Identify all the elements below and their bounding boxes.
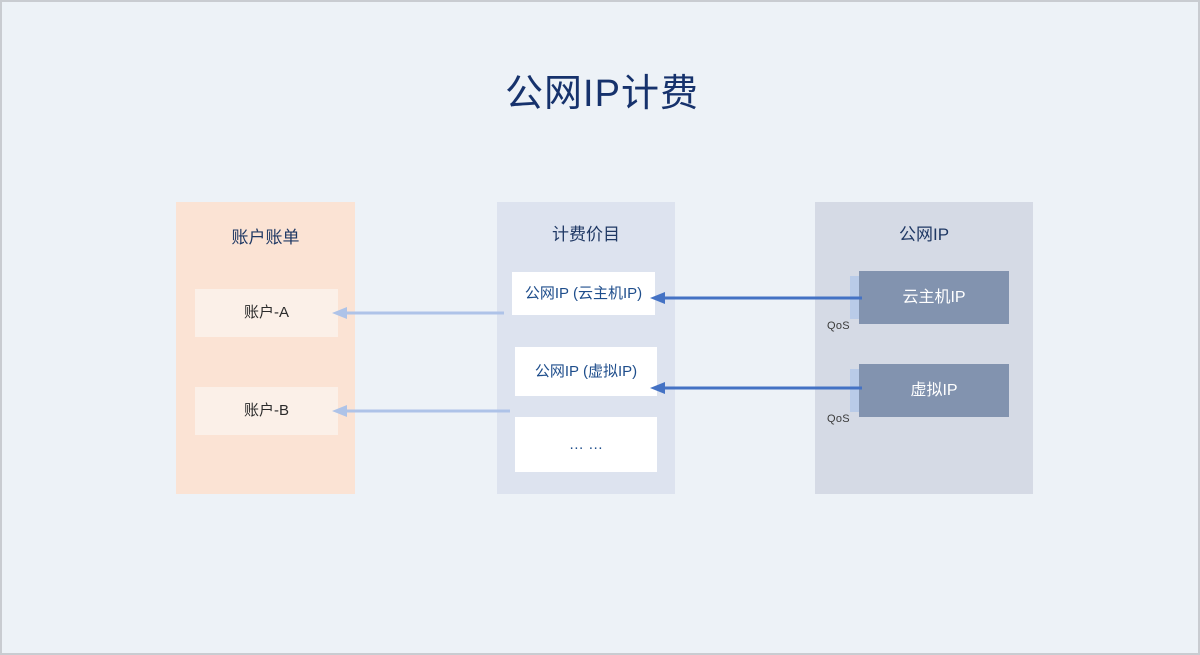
qos-label-virtual-ip: QoS bbox=[827, 413, 850, 425]
page-title: 公网IP计费 bbox=[505, 73, 699, 115]
card-price-cloud-host-ip[interactable]: 公网IP (云主机IP) bbox=[512, 272, 655, 315]
panel-title-account-billing: 账户账单 bbox=[231, 228, 300, 247]
card-account-b[interactable]: 账户-B bbox=[195, 387, 338, 435]
panel-title-public-ip: 公网IP bbox=[898, 225, 950, 244]
card-cloud-host-ip[interactable]: 云主机IP bbox=[859, 271, 1009, 324]
qos-label-cloud-host-ip: QoS bbox=[827, 320, 850, 332]
card-virtual-ip[interactable]: 虚拟IP bbox=[859, 364, 1009, 417]
qos-connector-virtual-ip bbox=[850, 369, 861, 412]
arrow-virtual-ip-to-price bbox=[650, 378, 862, 398]
panel-public-ip: 公网IP 云主机IP QoS 虚拟IP QoS bbox=[815, 202, 1033, 494]
arrow-price-to-account-a bbox=[332, 303, 504, 323]
arrow-price-to-account-b bbox=[332, 401, 510, 421]
panel-account-billing: 账户账单 账户-A 账户-B bbox=[176, 202, 355, 494]
arrow-cloud-host-ip-to-price bbox=[650, 288, 862, 308]
card-price-virtual-ip[interactable]: 公网IP (虚拟IP) bbox=[515, 347, 657, 396]
card-price-more[interactable]: … … bbox=[515, 417, 657, 472]
card-account-a[interactable]: 账户-A bbox=[195, 289, 338, 337]
panel-pricing-catalog: 计费价目 公网IP (云主机IP) 公网IP (虚拟IP) … … bbox=[497, 202, 675, 494]
panel-title-pricing-catalog: 计费价目 bbox=[552, 225, 620, 244]
